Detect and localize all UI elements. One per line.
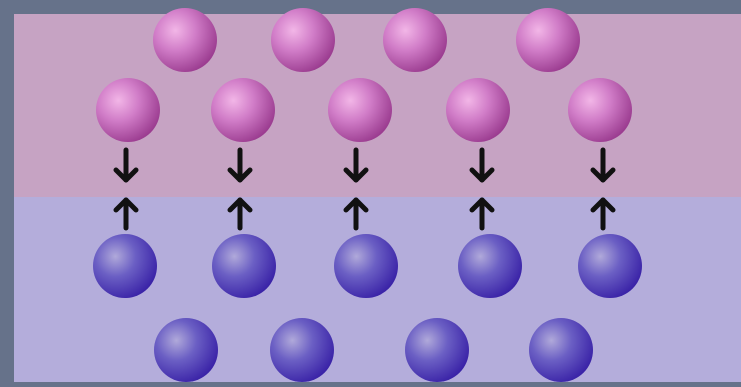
upper-outer-particle-4 bbox=[516, 8, 580, 72]
arrow-down-icon-3 bbox=[343, 147, 369, 183]
arrow-down-icon-2 bbox=[227, 147, 253, 183]
upper-outer-particle-3 bbox=[383, 8, 447, 72]
upper-interface-particle-5 bbox=[568, 78, 632, 142]
particle-group bbox=[93, 8, 642, 382]
arrow-up-icon-5 bbox=[590, 197, 616, 231]
arrow-down-icon-5 bbox=[590, 147, 616, 183]
lower-interface-particle-1 bbox=[93, 234, 157, 298]
arrow-up-icon-2 bbox=[227, 197, 253, 231]
arrow-up-icon-3 bbox=[343, 197, 369, 231]
upper-interface-particle-2 bbox=[211, 78, 275, 142]
upper-outer-particle-2 bbox=[271, 8, 335, 72]
lower-outer-particle-3 bbox=[405, 318, 469, 382]
lower-outer-particle-2 bbox=[270, 318, 334, 382]
lower-interface-particle-5 bbox=[578, 234, 642, 298]
upper-interface-particle-1 bbox=[96, 78, 160, 142]
lower-outer-particle-1 bbox=[154, 318, 218, 382]
upper-interface-particle-4 bbox=[446, 78, 510, 142]
interaction-arrow-group bbox=[113, 147, 616, 231]
arrow-up-icon-1 bbox=[113, 197, 139, 231]
upper-interface-particle-3 bbox=[328, 78, 392, 142]
lower-interface-particle-3 bbox=[334, 234, 398, 298]
arrow-down-icon-4 bbox=[469, 147, 495, 183]
lower-interface-particle-2 bbox=[212, 234, 276, 298]
lower-interface-particle-4 bbox=[458, 234, 522, 298]
lower-outer-particle-4 bbox=[529, 318, 593, 382]
arrow-down-icon-1 bbox=[113, 147, 139, 183]
upper-outer-particle-1 bbox=[153, 8, 217, 72]
arrow-up-icon-4 bbox=[469, 197, 495, 231]
